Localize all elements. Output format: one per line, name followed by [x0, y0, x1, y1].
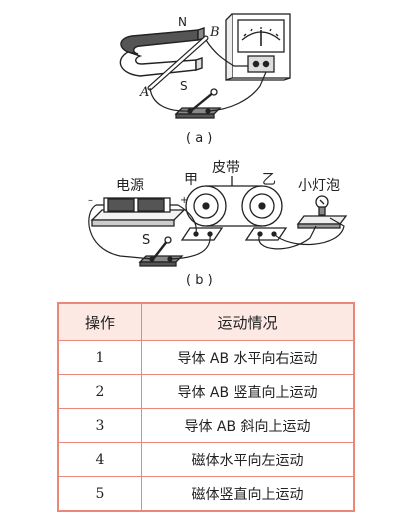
cell-motion: 磁体水平向左运动	[141, 442, 355, 477]
cell-operation: 2	[57, 374, 142, 409]
bulb	[296, 195, 348, 229]
table-row: 4 磁体水平向左运动	[57, 442, 355, 477]
wires-b	[88, 204, 345, 260]
experiment-diagram: N S B A	[88, 13, 348, 288]
wires-a	[149, 39, 267, 112]
label-bulb: 小灯泡	[298, 178, 340, 194]
terminal-minus: –	[88, 195, 93, 206]
switch-a	[174, 88, 222, 119]
label-s-pole: S	[180, 79, 188, 93]
operations-table: 操作 运动情况 1 导体 AB 水平向右运动 2 导体 AB 竖直向上运动 3 …	[57, 302, 355, 512]
conductor-ab	[147, 35, 209, 91]
cell-motion: 导体 AB 水平向右运动	[141, 340, 355, 375]
belt	[206, 176, 262, 227]
u-magnet	[119, 27, 205, 77]
label-yi: 乙	[262, 172, 276, 188]
cell-motion: 导体 AB 斜向上运动	[141, 408, 355, 443]
table-row: 3 导体 AB 斜向上运动	[57, 408, 355, 443]
terminal-plus: +	[180, 195, 188, 206]
table-row: 5 磁体竖直向上运动	[57, 476, 355, 512]
caption-b: ( b )	[186, 273, 213, 288]
cell-operation: 5	[57, 476, 142, 512]
table-row: 2 导体 AB 竖直向上运动	[57, 374, 355, 409]
label-jia: 甲	[184, 172, 198, 188]
figure-a: N S B A	[119, 13, 291, 146]
table-header-row: 操作 运动情况	[57, 302, 355, 341]
label-b: B	[209, 25, 220, 40]
label-switch-s: S	[142, 233, 150, 248]
cell-operation: 3	[57, 408, 142, 443]
table-row: 1 导体 AB 水平向右运动	[57, 340, 355, 375]
galvanometer	[225, 13, 291, 81]
figure-b: 电源 – + 皮带 甲 乙	[88, 160, 348, 288]
label-belt: 皮带	[212, 160, 240, 176]
label-power: 电源	[116, 178, 144, 194]
cell-motion: 导体 AB 竖直向上运动	[141, 374, 355, 409]
label-a: A	[139, 85, 149, 100]
generator-yi	[241, 185, 288, 241]
header-motion: 运动情况	[141, 302, 355, 341]
caption-a: ( a )	[186, 131, 212, 146]
cell-operation: 1	[57, 340, 142, 375]
power-supply	[90, 197, 186, 227]
header-operation: 操作	[57, 302, 142, 341]
cell-motion: 磁体竖直向上运动	[141, 476, 355, 512]
label-n-pole: N	[178, 15, 187, 29]
cell-operation: 4	[57, 442, 142, 477]
motor-jia	[180, 185, 227, 241]
